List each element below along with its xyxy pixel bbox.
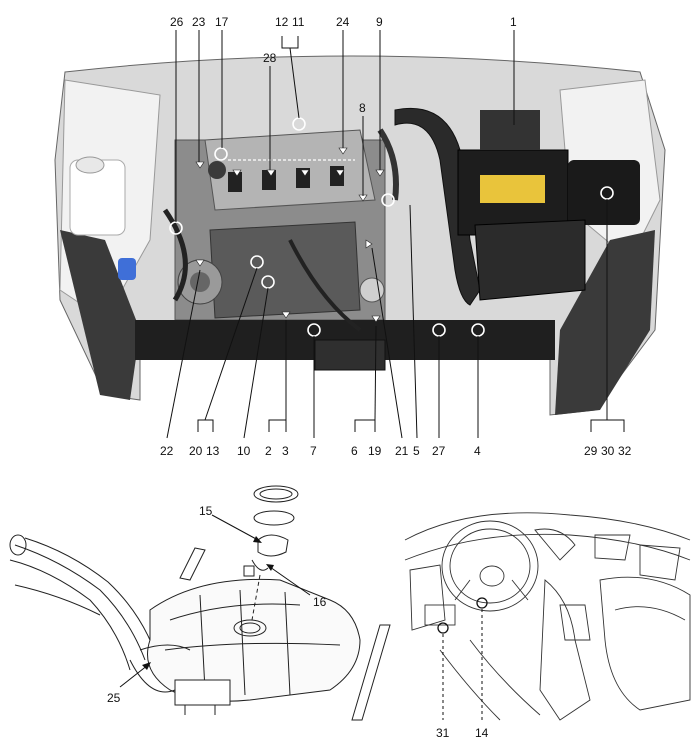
marker-14 (476, 597, 488, 609)
label-10: 10 (237, 444, 251, 458)
label-30: 30 (601, 444, 615, 458)
marker-31 (437, 622, 449, 634)
label-12: 12 (275, 15, 289, 29)
location-arrows (195, 147, 385, 323)
air-cleaner-box (474, 219, 586, 301)
engine-top-label-group: 26 23 17 12 11 28 24 9 8 1 (170, 15, 517, 115)
label-15: 15 (199, 504, 213, 518)
label-32: 32 (618, 444, 632, 458)
fuel-tank-label-group: 15 16 25 (107, 504, 327, 705)
label-28: 28 (263, 51, 277, 65)
label-9: 9 (376, 15, 383, 29)
fuse-box (568, 160, 640, 225)
cabin-leaders (442, 609, 483, 720)
label-25: 25 (107, 691, 121, 705)
label-11: 11 (292, 15, 305, 29)
fuel-tank-illustration (9, 485, 391, 721)
label-7: 7 (310, 444, 317, 458)
fuel-tank-arrowheads (142, 536, 274, 670)
label-8: 8 (359, 101, 366, 115)
label-3: 3 (282, 444, 289, 458)
label-29: 29 (584, 444, 598, 458)
cabin-label-group: 31 14 (436, 726, 489, 740)
engine-top-leaders (175, 30, 515, 222)
label-14: 14 (475, 726, 489, 740)
label-23: 23 (192, 15, 206, 29)
label-26: 26 (170, 15, 184, 29)
label-27: 27 (432, 444, 446, 458)
label-5: 5 (413, 444, 420, 458)
engine-bottom-label-group: 22 20 13 10 2 3 7 6 19 21 5 27 4 29 30 3… (160, 444, 632, 458)
label-13: 13 (206, 444, 220, 458)
label-21: 21 (395, 444, 409, 458)
fuel-tank-leaders (119, 514, 311, 688)
cabin-illustration (404, 512, 691, 721)
label-16: 16 (313, 595, 327, 609)
label-24: 24 (336, 15, 350, 29)
label-19: 19 (368, 444, 382, 458)
engine-bottom-leaders (166, 199, 625, 439)
washer-cap (118, 258, 136, 280)
label-6: 6 (351, 444, 358, 458)
marker-5 (381, 193, 395, 207)
label-31: 31 (436, 726, 450, 740)
label-17: 17 (215, 15, 229, 29)
steering-wheel (441, 520, 539, 612)
marker-17 (214, 147, 228, 161)
label-22: 22 (160, 444, 174, 458)
label-2: 2 (265, 444, 272, 458)
label-20: 20 (189, 444, 203, 458)
label-4: 4 (474, 444, 481, 458)
engine-bay-illustration (54, 55, 666, 416)
label-1: 1 (510, 15, 517, 29)
